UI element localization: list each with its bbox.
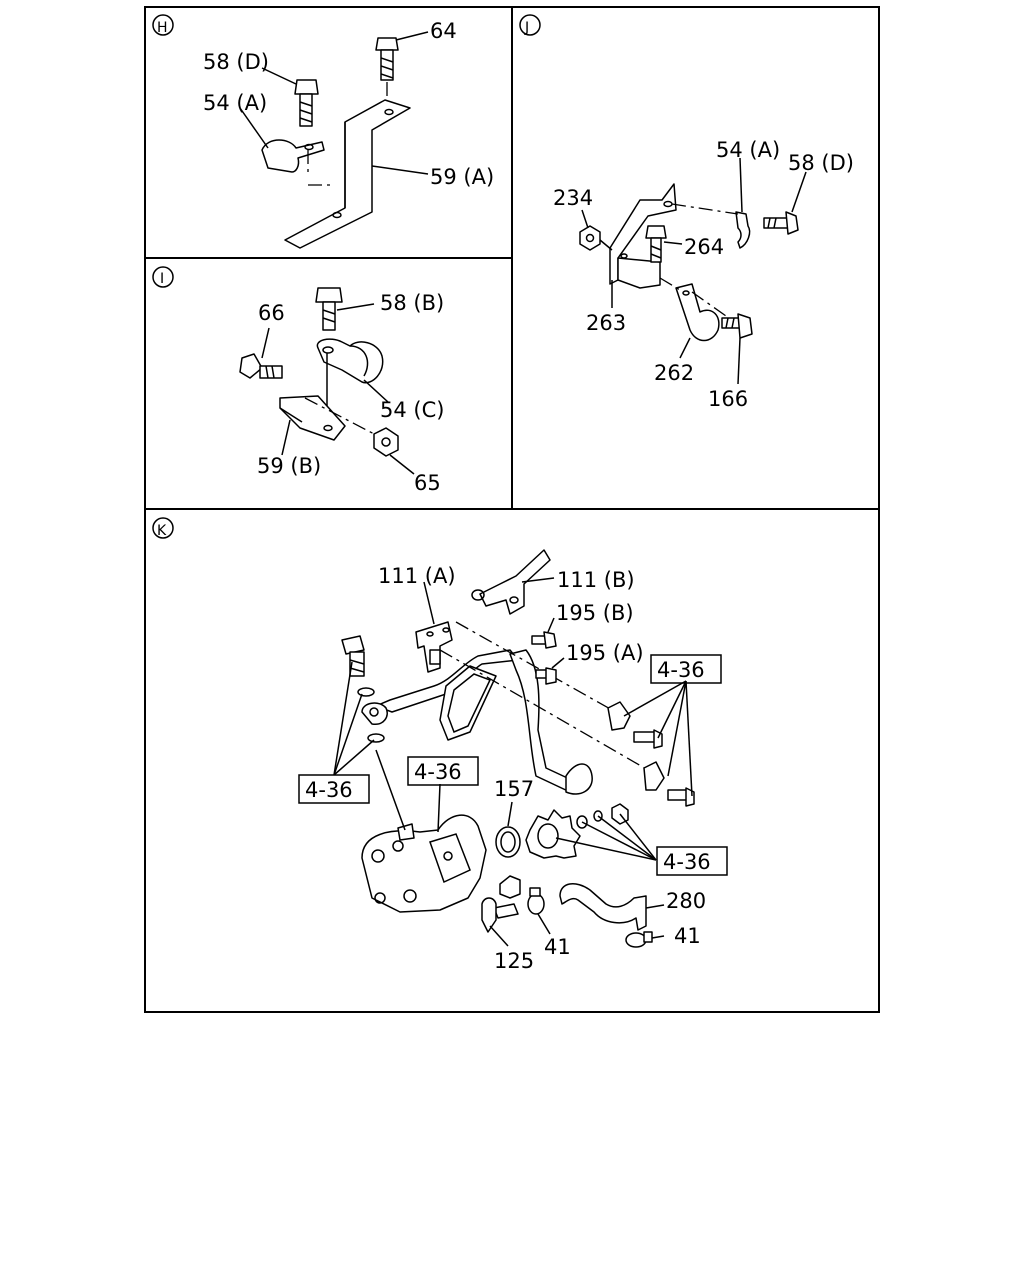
panel-i: I xyxy=(152,266,444,495)
clip-54a xyxy=(261,139,325,173)
panel-h-letter: H xyxy=(157,20,168,36)
banjo-fitting xyxy=(361,702,388,725)
bracket-59a xyxy=(284,99,411,249)
ref-label-2: 4-36 xyxy=(305,778,353,802)
washer-lower xyxy=(367,733,385,743)
label-263: 263 xyxy=(586,311,626,335)
panel-j: J xyxy=(519,14,854,411)
panel-k: K xyxy=(152,517,728,973)
panel-j-letter: J xyxy=(524,20,529,36)
gear-washer xyxy=(576,815,588,829)
label-264: 264 xyxy=(684,235,724,259)
ref-box-3: 4-36 xyxy=(407,756,479,786)
label-166: 166 xyxy=(708,387,748,411)
panel-i-marker: I xyxy=(152,266,174,288)
label-59a: 59 (A) xyxy=(430,165,494,189)
hose-clamp-41b xyxy=(625,931,653,948)
label-65: 65 xyxy=(414,471,441,495)
label-262: 262 xyxy=(654,361,694,385)
panel-h: H xyxy=(152,14,494,249)
label-280: 280 xyxy=(666,889,706,913)
clip-54c xyxy=(316,338,384,384)
washer-upper xyxy=(357,687,375,697)
label-66: 66 xyxy=(258,301,285,325)
label-59b: 59 (B) xyxy=(257,454,321,478)
diagram-frame xyxy=(144,6,880,1013)
label-41b: 41 xyxy=(674,924,701,948)
bracket-111a xyxy=(415,621,453,673)
banjo-bolt xyxy=(341,635,365,677)
bracket-59b xyxy=(279,395,346,441)
gear-washer-2 xyxy=(593,810,603,822)
label-58d: 58 (D) xyxy=(203,50,269,74)
ref-label-3: 4-36 xyxy=(414,760,462,784)
nut-65 xyxy=(373,427,399,457)
bracket-263 xyxy=(609,183,677,289)
clip-54a-j xyxy=(735,211,751,249)
clamp-upper xyxy=(607,701,663,749)
nut-234 xyxy=(579,225,601,251)
label-64: 64 xyxy=(430,19,457,43)
drive-gear xyxy=(525,809,581,859)
o-ring-157 xyxy=(495,826,521,858)
label-111a: 111 (A) xyxy=(378,564,456,588)
panel-j-marker: J xyxy=(519,14,541,36)
bolt-58d xyxy=(294,79,319,127)
label-58b: 58 (B) xyxy=(380,291,444,315)
bolt-195b xyxy=(531,631,557,649)
ref-label-4: 4-36 xyxy=(663,850,711,874)
clip-262 xyxy=(675,283,720,342)
ref-label-1: 4-36 xyxy=(657,658,705,682)
label-54a-j: 54 (A) xyxy=(716,138,780,162)
bolt-58d-j xyxy=(763,211,799,235)
hose-fitting xyxy=(481,875,521,933)
ref-box-2: 4-36 xyxy=(298,774,370,804)
label-125: 125 xyxy=(494,949,534,973)
label-234: 234 xyxy=(553,186,593,210)
bracket-111b xyxy=(471,549,551,615)
bolt-166 xyxy=(721,313,753,339)
pump-body xyxy=(361,814,487,913)
label-157: 157 xyxy=(494,777,534,801)
hose-280 xyxy=(559,883,647,931)
panel-k-letter: K xyxy=(157,523,167,539)
ref-box-1: 4-36 xyxy=(650,654,722,684)
label-195a: 195 (A) xyxy=(566,641,644,665)
bolt-264 xyxy=(645,225,667,263)
panel-i-letter: I xyxy=(160,271,164,287)
label-58d-j: 58 (D) xyxy=(788,151,854,175)
bolt-64 xyxy=(375,37,399,81)
label-54a: 54 (A) xyxy=(203,91,267,115)
bolt-58b xyxy=(315,287,343,331)
panel-k-marker: K xyxy=(152,517,174,539)
label-195b: 195 (B) xyxy=(556,601,634,625)
label-41a: 41 xyxy=(544,935,571,959)
label-111b: 111 (B) xyxy=(557,568,635,592)
bolt-66 xyxy=(239,353,283,379)
panel-h-marker: H xyxy=(152,14,174,36)
bolt-195a xyxy=(535,667,557,685)
ref-box-4: 4-36 xyxy=(656,846,728,876)
label-54c: 54 (C) xyxy=(380,398,444,422)
tube-upper xyxy=(375,649,593,795)
hose-clamp-41a xyxy=(527,887,545,915)
